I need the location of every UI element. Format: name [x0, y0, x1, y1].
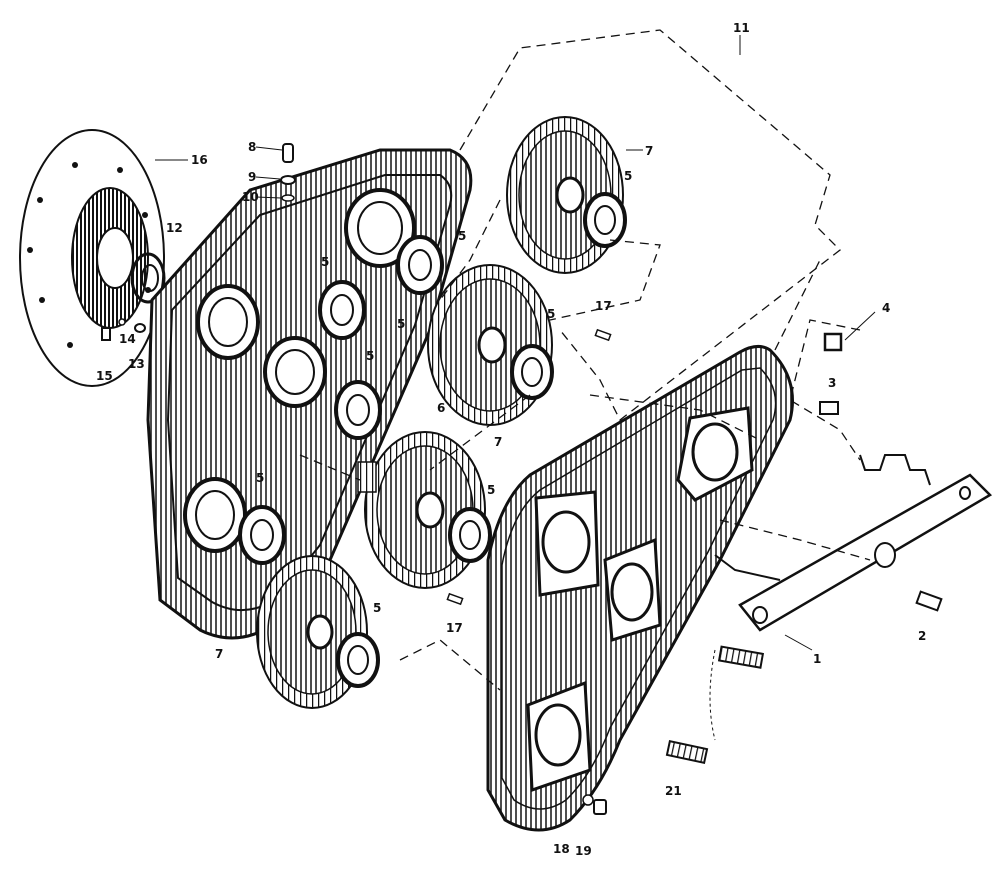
label-19: 19	[575, 844, 592, 858]
label-1: 1	[813, 652, 821, 666]
label-10: 10	[242, 190, 259, 204]
label-5g: 5	[256, 471, 264, 485]
bracket-part-1	[714, 454, 993, 632]
gear-7-top	[506, 116, 627, 274]
gear-housing	[146, 148, 473, 640]
bearing-seals-housing	[238, 235, 444, 565]
label-5d: 5	[397, 317, 405, 331]
drain-plug-18-19	[582, 794, 607, 815]
assembly-dashed-lines	[299, 29, 871, 691]
label-5c: 5	[321, 255, 329, 269]
gear-5-middle	[427, 264, 554, 426]
label-5i: 5	[373, 601, 381, 615]
label-5e: 5	[547, 307, 555, 321]
label-5a: 5	[624, 169, 632, 183]
leader-lines	[155, 35, 876, 651]
label-3: 3	[828, 376, 836, 390]
label-4: 4	[882, 301, 890, 315]
gear-6	[357, 431, 492, 589]
label-2: 2	[918, 629, 926, 643]
label-5b: 5	[458, 229, 466, 243]
label-16: 16	[191, 153, 208, 167]
label-21: 21	[665, 784, 682, 798]
label-9: 9	[248, 170, 256, 184]
gear-7-bottom	[256, 555, 380, 709]
label-13: 13	[128, 357, 145, 371]
label-5h: 5	[487, 483, 495, 497]
label-5f: 5	[366, 349, 374, 363]
label-7c: 7	[215, 647, 223, 661]
small-fasteners	[101, 143, 296, 341]
label-17a: 17	[595, 299, 612, 313]
cover-plate	[486, 345, 794, 832]
label-15: 15	[96, 369, 113, 383]
label-11: 11	[733, 21, 750, 35]
bolts-2-3-nut-4	[819, 332, 943, 612]
label-12: 12	[166, 221, 183, 235]
dowel-pins-17	[446, 328, 612, 606]
label-18: 18	[553, 842, 570, 856]
label-14: 14	[119, 332, 136, 346]
label-8: 8	[248, 140, 256, 154]
seal-ring-part-12	[130, 252, 166, 304]
label-7b: 7	[494, 435, 502, 449]
stud-21	[665, 645, 765, 764]
label-17b: 17	[446, 621, 463, 635]
clutch-disc-part-16	[19, 129, 165, 387]
label-7a: 7	[645, 144, 653, 158]
part-number-labels: 1 2 3 4 5 5 5 5 5 5 5 5 5 6 7 7 7 8 9 10…	[96, 21, 926, 858]
label-6: 6	[437, 401, 445, 415]
